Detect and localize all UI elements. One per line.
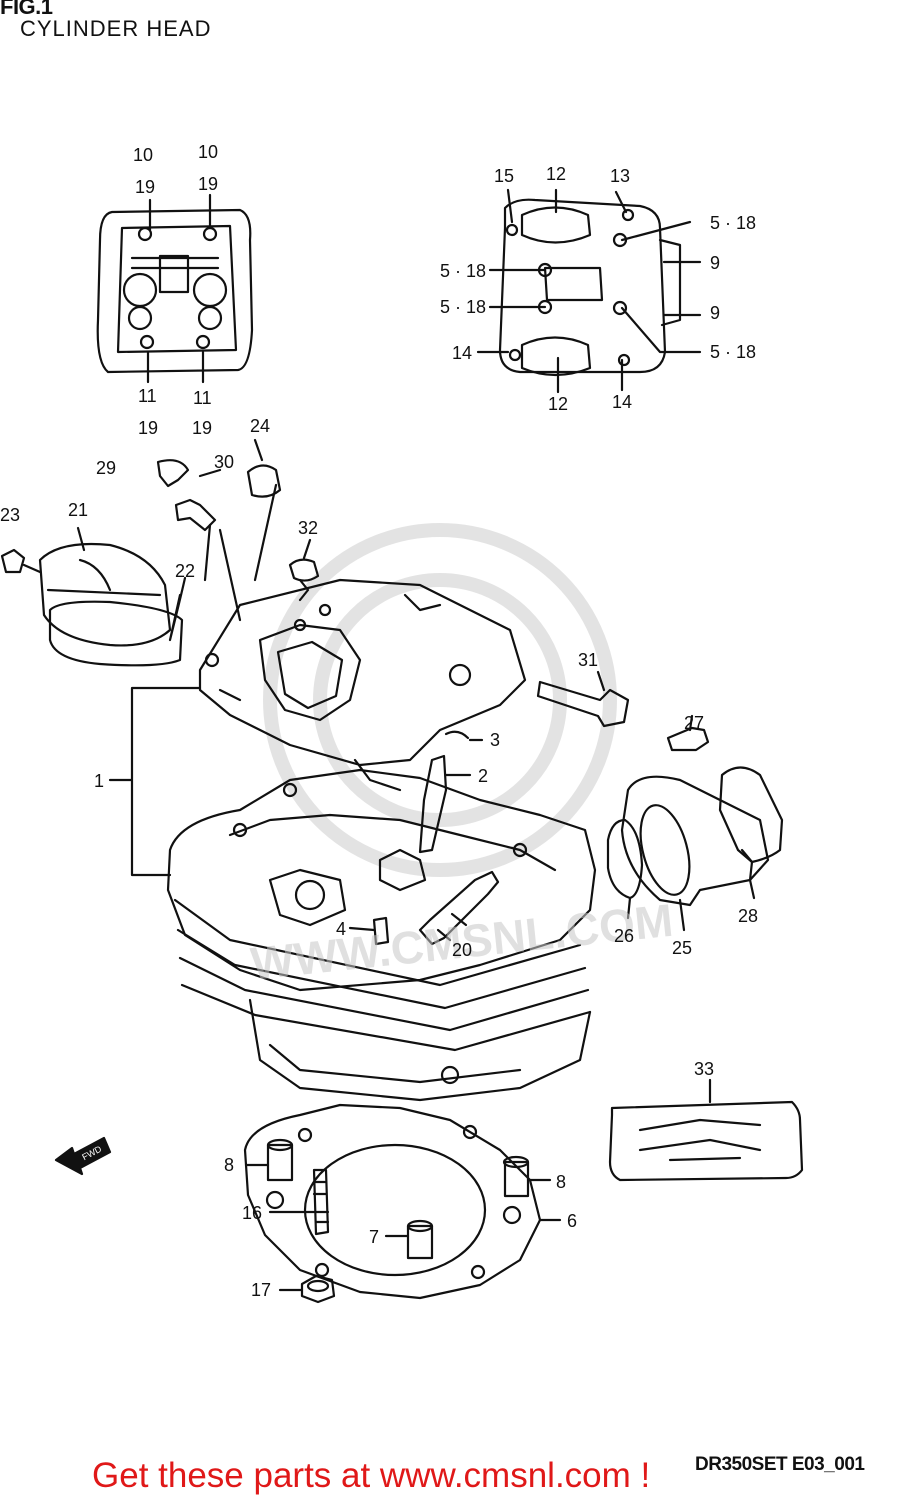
callout-19b: 19 <box>198 174 218 194</box>
callout-14a: 14 <box>452 343 472 363</box>
callout-32: 32 <box>298 518 318 538</box>
callout-22: 22 <box>175 561 195 581</box>
callout-25: 25 <box>672 938 692 958</box>
callout-26: 26 <box>614 926 634 946</box>
callout-23: 23 <box>0 505 20 525</box>
part-20-plug <box>418 870 500 946</box>
part-26-gasket <box>606 818 644 900</box>
part-25-intake <box>620 775 770 907</box>
part-3-clip <box>444 730 470 740</box>
part-31-bolt <box>536 680 630 728</box>
callout-10a: 10 <box>133 145 153 165</box>
callout-9b: 9 <box>710 303 720 323</box>
diagram-code: DR350SET E03_001 <box>695 1454 865 1475</box>
callout-24: 24 <box>250 416 270 436</box>
part-4-dowel <box>372 916 390 946</box>
callout-19c: 19 <box>138 418 158 438</box>
part-24-cap <box>246 464 282 498</box>
callout-28: 28 <box>738 906 758 926</box>
fig-title: CYLINDER HEAD <box>20 16 212 41</box>
callout-5-18a: 5 · 18 <box>710 213 756 233</box>
part-23-bolt <box>0 548 26 574</box>
callout-5-18d: 5 · 18 <box>710 342 756 362</box>
callout-1: 1 <box>94 771 104 791</box>
callout-13: 13 <box>610 166 630 186</box>
callout-11a: 11 <box>138 386 157 406</box>
part-29-bracket <box>156 459 190 488</box>
part-32-washer <box>288 558 320 582</box>
callout-12b: 12 <box>548 394 568 414</box>
cylinder-head-body <box>166 578 597 1102</box>
callout-33: 33 <box>694 1059 714 1079</box>
fig-number: FIG.1 <box>0 0 53 19</box>
part-27-bolt <box>666 726 710 752</box>
callout-19a: 19 <box>135 177 155 197</box>
callout-19d: 19 <box>192 418 212 438</box>
head-cover-view <box>476 188 702 394</box>
callout-8a: 8 <box>224 1155 234 1175</box>
part-7-dowel <box>406 1224 434 1260</box>
part-17-nut <box>300 1274 336 1304</box>
callout-6: 6 <box>567 1211 577 1231</box>
callout-27: 27 <box>684 713 704 733</box>
callout-15: 15 <box>494 166 514 186</box>
callout-10b: 10 <box>198 142 218 162</box>
callout-9a: 9 <box>710 253 720 273</box>
callout-8b: 8 <box>556 1172 566 1192</box>
callout-14b: 14 <box>612 392 632 412</box>
callout-2: 2 <box>478 766 488 786</box>
part-2-guide <box>418 754 448 854</box>
callout-4: 4 <box>336 919 346 939</box>
callout-29: 29 <box>96 458 116 478</box>
callout-11b: 11 <box>193 388 212 408</box>
part-8-dowel-right <box>503 1160 530 1198</box>
callout-12a: 12 <box>546 164 566 184</box>
promo-link[interactable]: Get these parts at www.cmsnl.com ! <box>92 1456 651 1495</box>
callout-31: 31 <box>578 650 598 670</box>
callout-16: 16 <box>242 1203 262 1223</box>
fwd-arrow <box>54 1136 112 1176</box>
callout-5-18c: 5 · 18 <box>440 297 486 317</box>
callout-7: 7 <box>369 1227 379 1247</box>
callout-21: 21 <box>68 500 88 520</box>
part-8-dowel-left <box>266 1143 294 1182</box>
part-22-gasket <box>48 600 184 667</box>
callout-17: 17 <box>251 1280 271 1300</box>
callout-30: 30 <box>214 452 234 472</box>
part-33-gasket-set <box>608 1100 804 1182</box>
callout-3: 3 <box>490 730 500 750</box>
callout-5-18b: 5 · 18 <box>440 261 486 281</box>
part-6-gasket <box>243 1103 542 1300</box>
part-21-cover <box>38 542 172 647</box>
callout-20: 20 <box>452 940 472 960</box>
head-top-view <box>96 193 254 384</box>
